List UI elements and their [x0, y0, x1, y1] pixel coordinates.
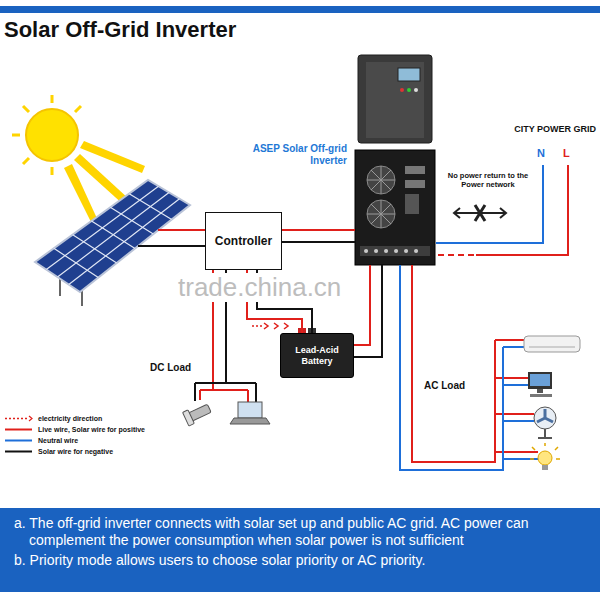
- positive-wire: [282, 229, 355, 231]
- sun: [26, 109, 78, 161]
- neutral-wire: [436, 165, 543, 243]
- neutral-letter: N: [537, 147, 545, 160]
- inverter-button: [414, 88, 418, 92]
- negative-wire: [354, 265, 382, 357]
- terminal-strip: [360, 246, 430, 256]
- battery-box: Lead-Acid Battery: [280, 333, 354, 378]
- legend-text: electricity direction: [38, 414, 102, 423]
- fan-blade: [537, 409, 553, 422]
- inverter-display: [398, 68, 420, 81]
- solar-panel: [35, 180, 190, 292]
- ac-neutral-wire: [400, 265, 538, 470]
- watermark: trade.china.cn: [178, 273, 341, 302]
- negative-wire: [282, 241, 355, 243]
- note-text: No power return to the Power network: [442, 171, 534, 189]
- controller-box: Controller: [205, 212, 282, 270]
- positive-wire: [354, 265, 370, 345]
- monitor-stand: [537, 389, 543, 393]
- direction-dots: [252, 325, 262, 327]
- keyboard: [530, 394, 552, 397]
- inverter-button: [407, 88, 411, 92]
- live-letter: L: [563, 147, 570, 160]
- legend-text: Solar wire for negative: [38, 447, 113, 456]
- laptop-screen: [238, 402, 262, 418]
- caption-band: a. The off-grid inverter connects with s…: [0, 508, 600, 592]
- inverter-unit: ASEP Solar Off-grid Inverter: [355, 55, 435, 265]
- inverter-fan: [367, 200, 395, 228]
- top-bar: [0, 6, 600, 13]
- no-return-cross: [475, 205, 485, 221]
- monitor-screen: [530, 374, 550, 386]
- sun-ray: [80, 141, 145, 173]
- wire-pair: [282, 230, 355, 242]
- inverter-button: [400, 88, 404, 92]
- panel-grid: [46, 186, 179, 284]
- load-label: DC Load: [150, 362, 191, 374]
- panel-positive-wire: [158, 229, 205, 231]
- terminal: [366, 249, 416, 253]
- legend-sample: [5, 418, 29, 420]
- controller-label: Controller: [215, 234, 272, 248]
- bulb-base: [542, 465, 548, 470]
- inverter-port: [405, 166, 425, 174]
- inverter-face: [366, 62, 424, 138]
- page-title: Solar Off-Grid Inverter: [4, 17, 236, 43]
- live-wire-dashed: [436, 254, 474, 256]
- fan-grille: [367, 166, 395, 194]
- ac-slat: [529, 347, 575, 348]
- light-bulb: [538, 451, 552, 465]
- direction-chevrons: [264, 323, 288, 329]
- legend-sample: [5, 429, 32, 431]
- monitor: [528, 372, 552, 389]
- grid-label: CITY POWER GRID: [514, 124, 596, 135]
- flashlight-head: [183, 410, 195, 426]
- wire-pair: [354, 265, 382, 357]
- legend-sample: [5, 440, 32, 442]
- load-label: AC Load: [424, 380, 465, 392]
- battery-label: Lead-Acid Battery: [285, 345, 349, 367]
- panel-negative-wire: [138, 245, 205, 247]
- legend-text: Live wire, Solar wire for positive: [38, 425, 145, 434]
- inverter-top: [358, 55, 432, 143]
- legend-sample: [5, 451, 32, 453]
- fan-grille: [367, 200, 395, 228]
- fan-stand: [538, 429, 552, 438]
- flashlight: [183, 401, 213, 426]
- inverter-socket: [405, 194, 419, 214]
- inverter-port: [405, 180, 425, 188]
- air-conditioner: [524, 336, 580, 352]
- legend-sample: [29, 416, 32, 421]
- caption-text: b. Priority mode allows users to choose …: [14, 552, 586, 569]
- caption-text: a. The off-grid inverter connects with s…: [14, 515, 586, 549]
- fan: [534, 407, 556, 429]
- laptop-base: [230, 418, 270, 424]
- inverter-rear: [355, 150, 435, 265]
- sun-ray: [12, 95, 81, 175]
- inverter-label: ASEP Solar Off-grid Inverter: [239, 143, 347, 167]
- inverter-fan: [367, 166, 395, 194]
- ac-live-wire: [412, 265, 538, 462]
- legend-text: Neutral wire: [38, 436, 78, 445]
